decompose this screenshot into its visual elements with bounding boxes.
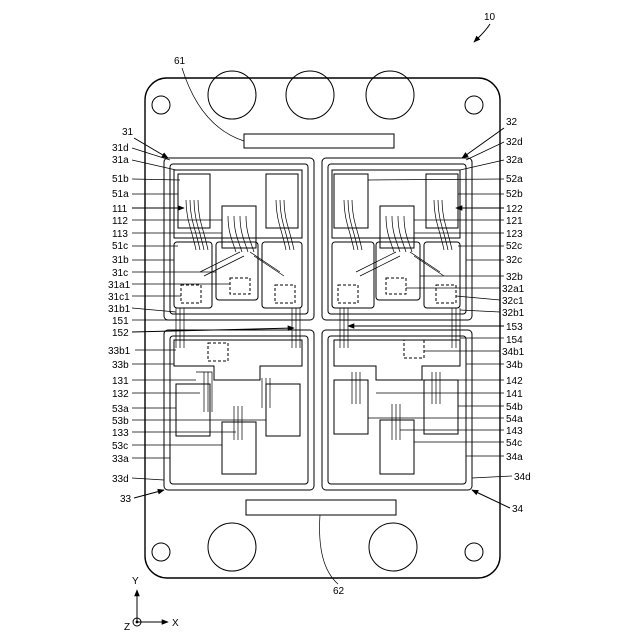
terminal-bottom-1 <box>208 523 256 571</box>
label-34d: 34d <box>514 472 531 483</box>
label-133: 133 <box>112 428 129 439</box>
mount-hole-bl <box>152 543 170 561</box>
substrate-34 <box>322 330 472 490</box>
leader-62 <box>320 515 338 584</box>
label-52a: 52a <box>506 174 523 185</box>
label-54c: 54c <box>506 438 522 449</box>
left-labels: 31 31d 31a 51b 51a 111 112 113 51c 31b 3… <box>108 127 134 505</box>
busbar-62 <box>246 500 396 515</box>
label-52c: 52c <box>506 241 522 252</box>
label-131: 131 <box>112 376 129 387</box>
label-34b1: 34b1 <box>502 347 525 358</box>
label-142: 142 <box>506 376 523 387</box>
label-51c: 51c <box>112 241 128 252</box>
label-34: 34 <box>512 504 524 515</box>
substrate-32 <box>322 158 472 320</box>
axis-z-label: Z <box>124 622 130 633</box>
substrate-33 <box>164 330 314 490</box>
label-32b: 32b <box>506 272 523 283</box>
label-32: 32 <box>506 117 518 128</box>
label-143: 143 <box>506 426 523 437</box>
right-leaders <box>348 128 512 508</box>
label-152: 152 <box>112 328 129 339</box>
label-31a1: 31a1 <box>108 280 131 291</box>
label-31c: 31c <box>112 268 128 279</box>
label-112: 112 <box>112 216 128 227</box>
label-34a: 34a <box>506 452 523 463</box>
label-33: 33 <box>120 494 132 505</box>
label-52b: 52b <box>506 189 523 200</box>
label-53b: 53b <box>112 416 129 427</box>
label-32a: 32a <box>506 155 523 166</box>
label-54a: 54a <box>506 414 523 425</box>
terminal-bottom-2 <box>369 523 417 571</box>
label-154: 154 <box>506 335 523 346</box>
label-151: 151 <box>112 316 129 327</box>
label-32c1: 32c1 <box>502 296 524 307</box>
label-123: 123 <box>506 229 523 240</box>
left-leaders <box>132 138 294 498</box>
label-31d: 31d <box>112 143 129 154</box>
label-33b: 33b <box>112 360 129 371</box>
label-62: 62 <box>333 586 345 597</box>
label-121: 121 <box>506 216 523 227</box>
mount-hole-br <box>465 543 483 561</box>
label-31b1: 31b1 <box>108 304 131 315</box>
axes-indicator: Y X Z <box>124 576 179 633</box>
label-32b1: 32b1 <box>502 308 525 319</box>
busbar-61 <box>244 134 394 148</box>
right-labels: 32 32d 32a 52a 52b 122 121 123 52c 32c 3… <box>502 117 531 515</box>
label-153: 153 <box>506 322 523 333</box>
label-113: 113 <box>112 229 128 240</box>
label-device: 10 <box>484 12 496 23</box>
label-51b: 51b <box>112 174 129 185</box>
label-33d: 33d <box>112 474 129 485</box>
axis-x-label: X <box>172 618 179 629</box>
label-111: 111 <box>112 204 128 215</box>
label-61: 61 <box>174 56 186 67</box>
label-54b: 54b <box>506 402 523 413</box>
base-plate <box>145 78 500 578</box>
label-31: 31 <box>122 127 134 138</box>
label-34b: 34b <box>506 360 523 371</box>
label-33b1: 33b1 <box>108 346 131 357</box>
device-arrow <box>474 24 490 42</box>
label-31a: 31a <box>112 155 129 166</box>
substrate-31 <box>164 158 314 320</box>
label-32a1: 32a1 <box>502 284 525 295</box>
mount-hole-tr <box>465 96 483 114</box>
label-31c1: 31c1 <box>108 292 130 303</box>
label-53a: 53a <box>112 404 129 415</box>
label-122: 122 <box>506 204 523 215</box>
leader-61 <box>182 68 244 141</box>
axis-y-label: Y <box>132 576 139 587</box>
label-32c: 32c <box>506 255 522 266</box>
label-32d: 32d <box>506 137 523 148</box>
mount-hole-tl <box>152 96 170 114</box>
label-51a: 51a <box>112 189 129 200</box>
label-53c: 53c <box>112 441 128 452</box>
label-132: 132 <box>112 389 129 400</box>
label-33a: 33a <box>112 454 129 465</box>
label-141: 141 <box>506 389 523 400</box>
label-31b: 31b <box>112 255 129 266</box>
